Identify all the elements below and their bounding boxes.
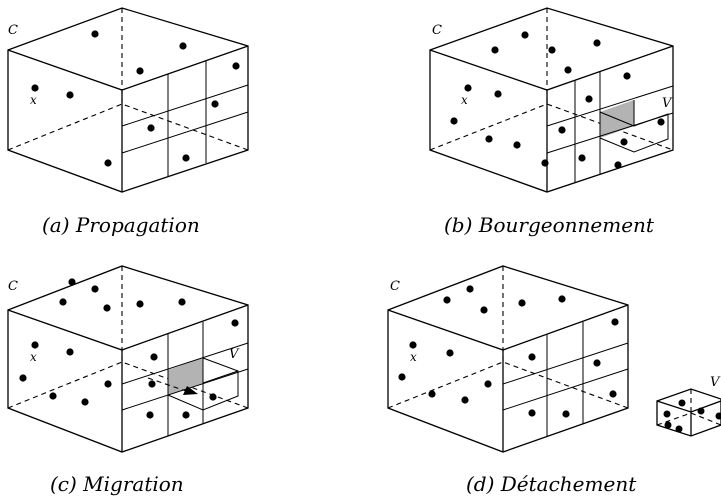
point-x-c — [31, 341, 39, 349]
caption-b: (b) Bourgeonnement — [444, 213, 655, 237]
sub-label-d: V — [710, 375, 721, 390]
cube-b — [429, 7, 674, 193]
panel-c: C x V (c) Migration — [7, 265, 249, 496]
detached-cube-d — [656, 388, 721, 437]
cube-a — [7, 7, 249, 193]
points-c — [19, 278, 239, 419]
corner-label-c: C — [8, 279, 18, 294]
point-label-c: x — [30, 350, 37, 364]
sub-label-b: V — [662, 96, 673, 111]
sub-label-c: V — [229, 347, 240, 362]
cube-d — [387, 265, 629, 453]
panel-d: C x V (d) Détachement — [387, 265, 721, 496]
corner-label-d: C — [390, 279, 400, 294]
panel-a: C x (a) Propagation — [7, 7, 249, 237]
caption-c: (c) Migration — [50, 472, 184, 496]
points-d — [398, 285, 619, 418]
point-x-a — [31, 84, 39, 92]
subgrid-d — [502, 322, 629, 436]
migrating-cell-c — [168, 358, 203, 395]
point-label-a: x — [30, 93, 37, 107]
corner-label-b: C — [432, 23, 442, 38]
subgrid-a — [121, 61, 249, 176]
caption-d: (d) Détachement — [466, 472, 637, 496]
point-label-d: x — [410, 350, 417, 364]
point-x-b — [464, 84, 472, 92]
panel-b: C x V (b) Bourgeonnement — [429, 7, 674, 237]
arrow-c — [147, 377, 198, 395]
subgrid-b — [546, 72, 674, 182]
points-b — [450, 31, 665, 169]
corner-label-a: C — [8, 23, 18, 38]
points-a — [31, 30, 240, 167]
cube-c — [7, 265, 249, 453]
point-label-b: x — [461, 93, 468, 107]
caption-a: (a) Propagation — [42, 213, 200, 237]
point-x-d — [409, 341, 417, 349]
